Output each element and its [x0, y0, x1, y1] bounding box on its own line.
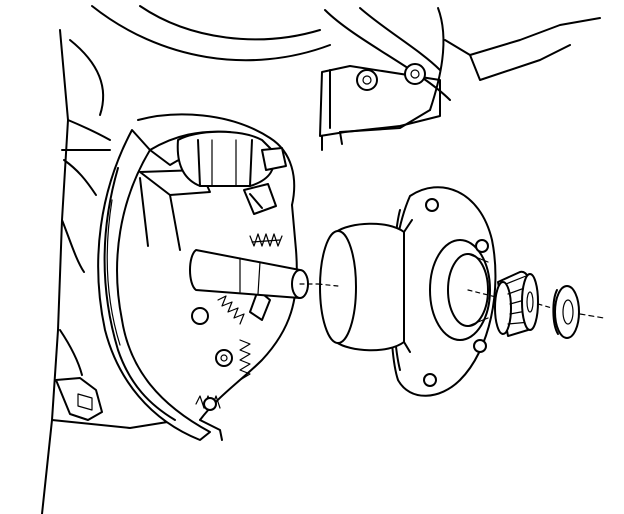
return-springs — [191, 233, 283, 411]
spindle — [189, 249, 319, 299]
washer — [552, 285, 605, 339]
bearing — [494, 270, 553, 337]
hub — [317, 186, 501, 397]
wheel-cylinder — [176, 130, 287, 215]
vehicle-body-background — [41, 5, 601, 514]
